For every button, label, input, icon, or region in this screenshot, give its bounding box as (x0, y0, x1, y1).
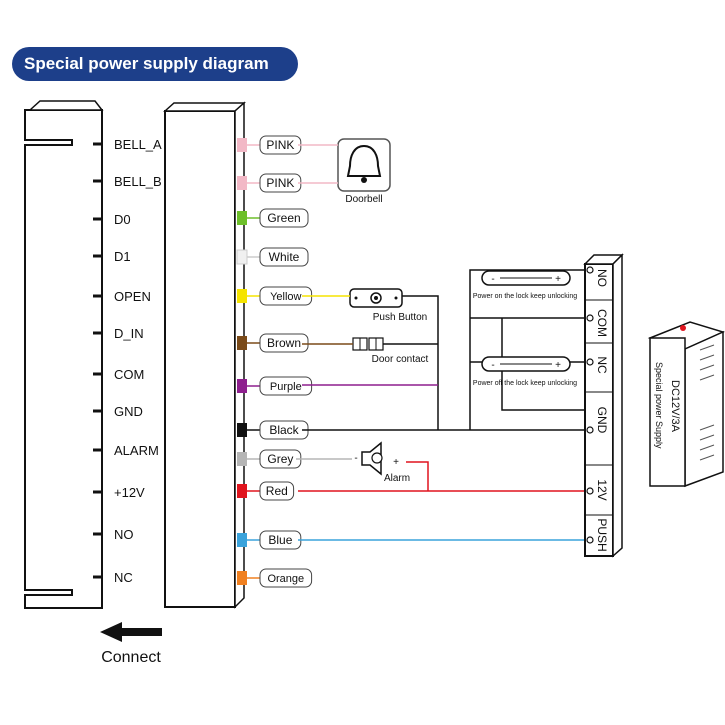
terminal-label: NC (114, 570, 133, 585)
terminal-label: OPEN (114, 289, 151, 304)
wire-color-swatch (237, 336, 247, 350)
wire-color-swatch (237, 289, 247, 303)
terminal-label: +12V (114, 485, 145, 500)
terminal-pin (93, 490, 102, 494)
power-terminal-label: NC (595, 356, 609, 374)
terminal-label: COM (114, 367, 144, 382)
power-terminal-label: NO (595, 269, 609, 287)
alarm-minus-label: - (354, 453, 357, 464)
wire-list: PINK PINK GreenWhiteYellowBrownPurpleBlack… (236, 135, 313, 588)
power-supply-box: DC12V/3A Special power Supply (647, 321, 725, 488)
power-terminal-label: GND (595, 407, 609, 434)
power-terminal-label: 12V (595, 479, 609, 500)
power-terminal-screw (586, 266, 594, 274)
doorbell-label: Doorbell (345, 194, 382, 205)
wire-color-swatch (236, 249, 248, 265)
terminal-pin (93, 409, 102, 413)
door-contact-label: Door contact (372, 354, 429, 365)
wire-color-swatch (237, 379, 247, 393)
alarm-plus-label: + (393, 457, 399, 468)
wire-label: Grey (267, 452, 293, 466)
door-contact-device: Door contact (352, 337, 429, 365)
power-terminal-screw (586, 314, 594, 322)
page-title: Special power supply diagram (12, 47, 298, 81)
power-box-name: Special power Supply (654, 362, 664, 449)
terminal-label: BELL_B (114, 174, 162, 189)
power-terminal-strip (583, 253, 624, 558)
wire-color-swatch (237, 533, 247, 547)
power-terminal-label: PUSH (595, 518, 609, 551)
terminal-pin (93, 179, 102, 183)
relay-plus-label-2: + (555, 360, 561, 371)
wire-color-swatch (237, 138, 247, 152)
power-terminal-list: NO COM NC GND 12V PUSH (585, 266, 613, 552)
wire-color-swatch (237, 452, 247, 466)
wire-label-box (259, 376, 313, 396)
push-button-device: Push Button (349, 288, 427, 323)
wire-label: Orange (267, 573, 304, 585)
wire-label-box (259, 333, 309, 353)
terminal-pin (93, 331, 102, 335)
power-box-rating: DC12V/3A (669, 380, 681, 433)
terminal-pin (93, 294, 102, 298)
relay-plus-label-1: + (555, 274, 561, 285)
terminal-pin (93, 575, 102, 579)
relay-minus-label-1: - (491, 274, 494, 285)
wire-color-swatch (237, 484, 247, 498)
wire-label: PINK (266, 176, 294, 190)
connect-label: Connect (101, 649, 161, 666)
power-terminal-screw (586, 426, 594, 434)
wire-color-swatch (237, 423, 247, 437)
wire-color-swatch (237, 211, 247, 225)
terminal-label: BELL_A (114, 137, 162, 152)
power-terminal-screw (586, 487, 594, 495)
doorbell: Doorbell (337, 138, 391, 205)
power-terminal-screw (586, 358, 594, 366)
alarm-label: Alarm (384, 473, 410, 484)
terminal-pin (93, 254, 102, 258)
terminal-label: NO (114, 527, 134, 542)
wire-color-swatch (237, 571, 247, 585)
relay-wiring: - + Power on the lock keep unlocking - +… (469, 269, 590, 430)
terminal-label: D1 (114, 249, 131, 264)
wire-label-box (259, 568, 313, 588)
terminal-pin (93, 532, 102, 536)
wire-label: Purple (270, 381, 302, 393)
connect-arrow: Connect (100, 622, 162, 666)
wire-label-box (259, 247, 309, 267)
push-button-label: Push Button (373, 312, 427, 323)
terminal-label: D_IN (114, 326, 144, 341)
terminal-pin (93, 217, 102, 221)
wire-label: White (269, 250, 300, 264)
power-terminal-label: COM (595, 309, 609, 337)
terminal-label: D0 (114, 212, 131, 227)
power-off-note: Power off the lock keep unlocking (473, 380, 577, 387)
controller-unit (24, 100, 104, 609)
terminal-pin (93, 372, 102, 376)
terminal-pin (93, 448, 102, 452)
wire-label-box (259, 481, 295, 501)
alarm-device: - + Alarm (354, 441, 410, 484)
wire-label-box (259, 208, 309, 228)
wire-color-swatch (237, 176, 247, 190)
relay-minus-label-2: - (491, 360, 494, 371)
terminal-label: ALARM (114, 443, 159, 458)
wire-label: PINK (266, 138, 294, 152)
wire-label: Brown (267, 336, 301, 350)
power-terminal-screw (586, 536, 594, 544)
wire-label: Red (266, 484, 288, 498)
terminal-pin (93, 142, 102, 146)
wire-label: Blue (268, 533, 292, 547)
power-on-note: Power on the lock keep unlocking (473, 293, 577, 300)
terminal-label: GND (114, 404, 143, 419)
wire-label: Black (269, 423, 299, 437)
wire-label: Green (267, 211, 300, 225)
wire-label: Yellow (270, 291, 301, 303)
connector-block (163, 101, 246, 609)
